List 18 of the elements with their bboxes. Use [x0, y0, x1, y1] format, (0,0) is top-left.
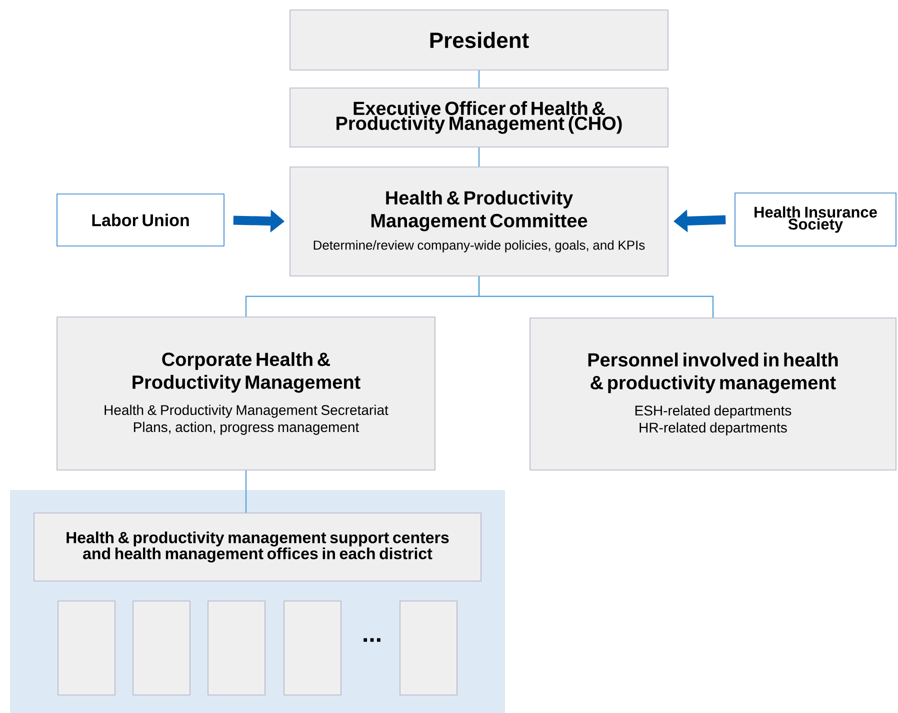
- connector-line: [478, 276, 714, 318]
- external-body-box: Health Insurance Society: [734, 192, 896, 246]
- office-box: [400, 600, 458, 696]
- connector-line: [478, 147, 480, 167]
- org-box: Corporate Health & Productivity Management Health & Productivity Management Secretariat Plans, action, progress management: [56, 316, 436, 470]
- connector-line: [478, 70, 480, 88]
- office-box: [132, 600, 190, 696]
- office-box: [58, 600, 116, 696]
- external-body-box: Labor Union: [56, 194, 224, 246]
- connector-line: [245, 470, 247, 513]
- committee-box: Health & Productivity Management Committee Determine/review company-wide policies, goals, and KPIs: [290, 166, 668, 276]
- office-box: [284, 600, 342, 696]
- org-box: Personnel involved in health & productivity management ESH-related departments HR-related departments: [530, 318, 896, 470]
- district-office-box: Health & productivity management support centers and health management offices in each district: [34, 512, 482, 582]
- org-box: Executive Officer of Health & Productivity Management (CHO): [290, 88, 668, 148]
- office-box: [208, 600, 266, 696]
- org-box: President: [290, 10, 668, 70]
- ellipsis-label: ...: [364, 638, 380, 642]
